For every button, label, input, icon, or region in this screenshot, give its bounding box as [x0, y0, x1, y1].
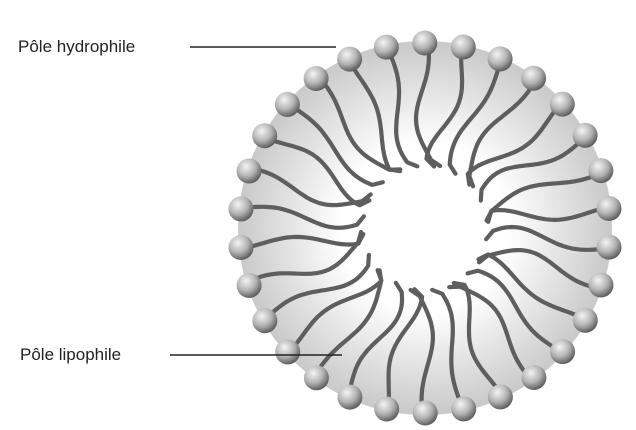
hydrophilic-head	[589, 273, 614, 298]
hydrophilic-head	[451, 35, 476, 60]
hydrophilic-head	[337, 47, 362, 72]
hydrophilic-head	[521, 66, 546, 91]
hydrophilic-head	[229, 235, 254, 260]
hydrophilic-head	[488, 46, 513, 71]
hydrophilic-head	[374, 397, 399, 422]
hydrophilic-head	[597, 196, 622, 221]
hydrophilic-head	[451, 396, 476, 421]
hydrophilic-pole-label: Pôle hydrophile	[18, 37, 135, 56]
hydrophilic-head	[597, 235, 622, 260]
hydrophilic-head	[337, 385, 362, 410]
hydrophilic-head	[275, 339, 300, 364]
hydrophilic-head	[412, 31, 437, 56]
hydrophilic-head	[237, 273, 262, 298]
hydrophilic-head	[550, 339, 575, 364]
hydrophilic-head	[304, 365, 329, 390]
hydrophilic-head	[252, 123, 277, 148]
hydrophilic-head	[413, 401, 438, 426]
hydrophilic-head	[229, 196, 254, 221]
hydrophilic-head	[252, 308, 277, 333]
hydrophilic-head	[374, 35, 399, 60]
hydrophilic-head	[275, 92, 300, 117]
hydrophilic-head	[304, 66, 329, 91]
hydrophilic-head	[550, 92, 575, 117]
hydrophilic-head	[237, 159, 262, 184]
hydrophilic-head	[588, 158, 613, 183]
hydrophilic-head	[573, 123, 598, 148]
hydrophilic-head	[488, 384, 513, 409]
hydrophilic-head	[521, 365, 546, 390]
hydrophilic-head	[573, 308, 598, 333]
lipophilic-pole-label: Pôle lipophile	[20, 345, 121, 364]
